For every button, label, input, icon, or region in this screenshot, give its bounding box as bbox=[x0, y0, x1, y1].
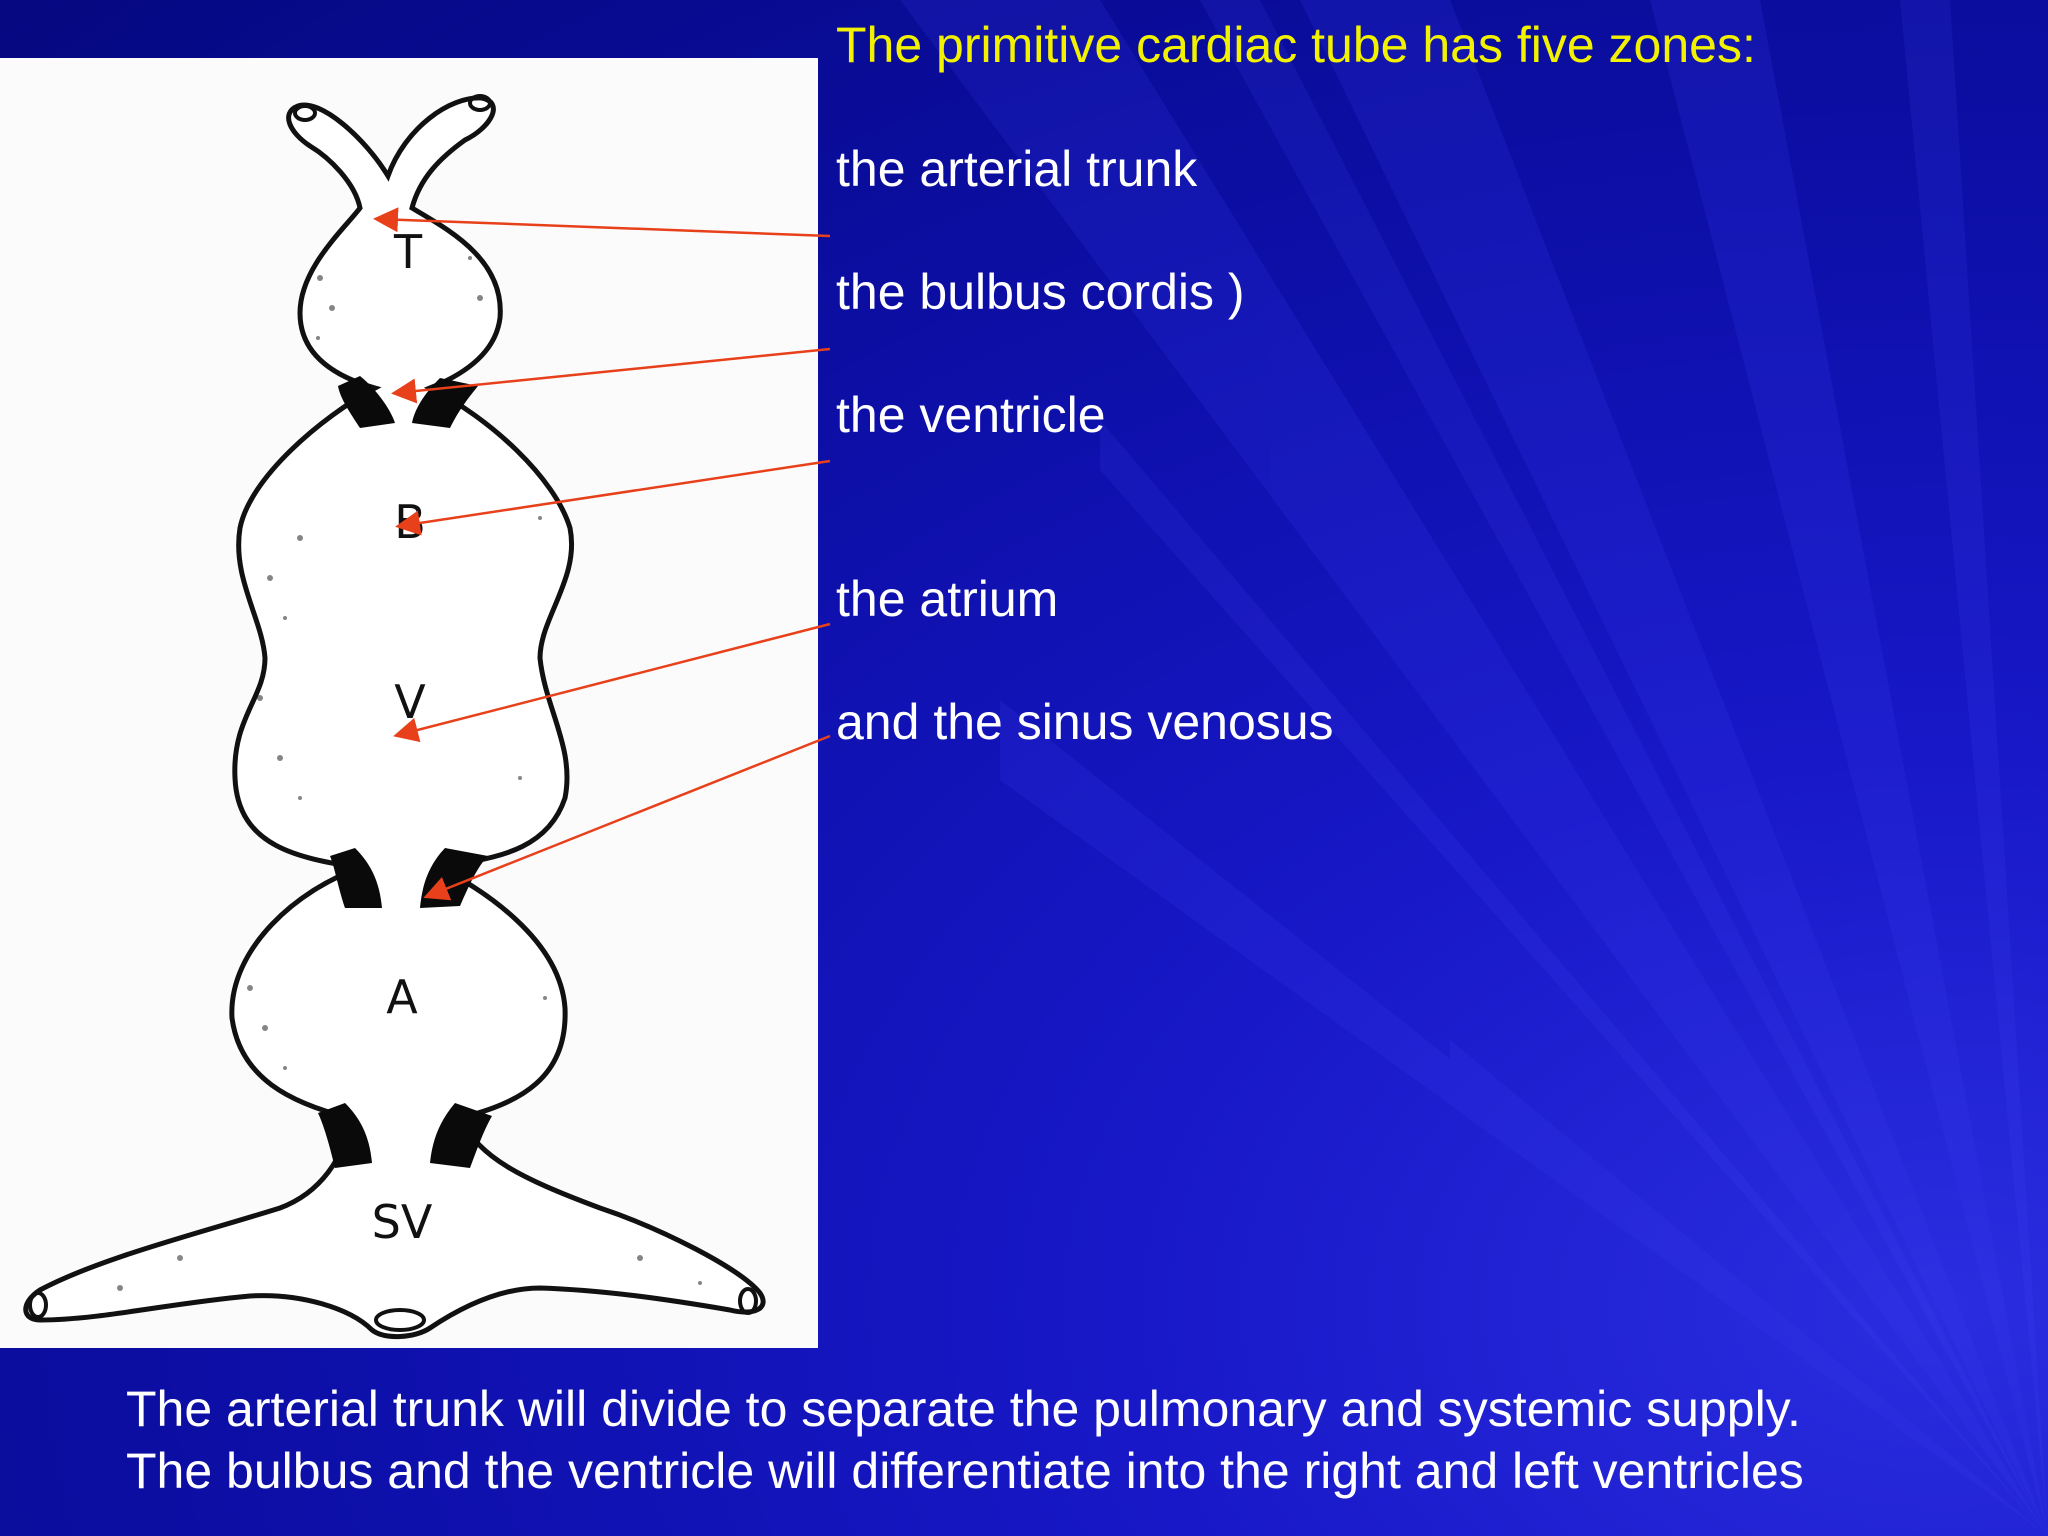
arrow-ventricle bbox=[395, 459, 831, 536]
arrow-bulbus-cordis bbox=[391, 347, 831, 404]
cardiac-tube-drawing: T B V A SV bbox=[23, 94, 766, 1340]
stipple-shading bbox=[117, 256, 702, 1291]
cardiac-tube-figure: T B V A SV bbox=[0, 58, 818, 1348]
zone-label-sinus-venosus: and the sinus venosus bbox=[836, 694, 1334, 750]
footer-line-2: The bulbus and the ventricle will differ… bbox=[126, 1443, 1804, 1499]
footer-text: The arterial trunk will divide to separa… bbox=[126, 1378, 1804, 1502]
arrow-atrium bbox=[393, 622, 831, 743]
zone-label-atrium: the atrium bbox=[836, 571, 1059, 627]
slide-title: The primitive cardiac tube has five zone… bbox=[836, 17, 1756, 73]
letter-a: A bbox=[386, 970, 418, 1024]
zone-label-ventricle: the ventricle bbox=[836, 387, 1106, 443]
constriction-shadows bbox=[318, 376, 492, 1168]
cardiac-tube-outline bbox=[23, 95, 766, 1340]
arrow-arterial-trunk bbox=[373, 207, 831, 238]
letter-t: T bbox=[393, 225, 423, 279]
arrow-sinus-venosus bbox=[423, 734, 831, 901]
letter-sv: SV bbox=[372, 1195, 433, 1249]
zone-label-arterial-trunk: the arterial trunk bbox=[836, 141, 1198, 197]
zone-label-bulbus-cordis: the bulbus cordis ) bbox=[836, 264, 1245, 320]
footer-line-1: The arterial trunk will divide to separa… bbox=[126, 1381, 1801, 1437]
